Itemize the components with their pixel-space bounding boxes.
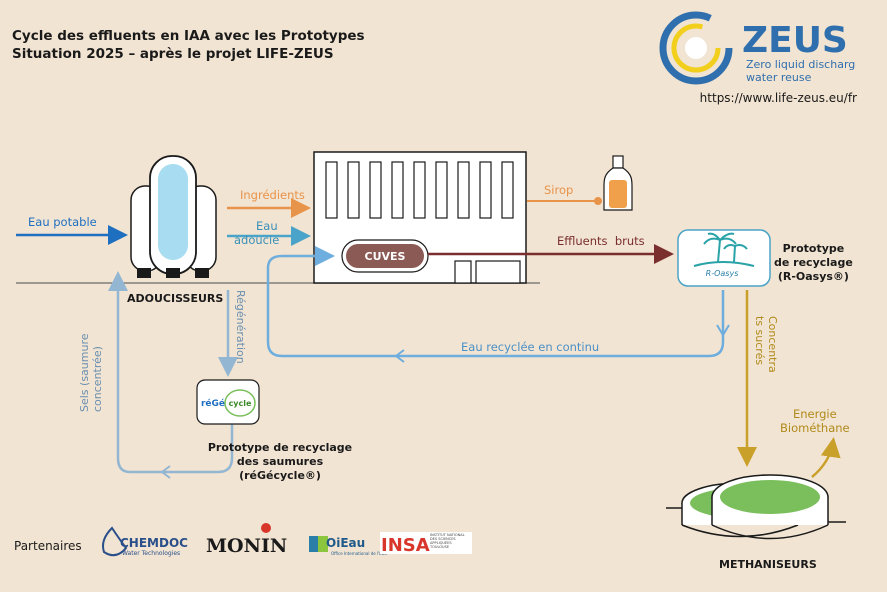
partner-oieau-name: OiEau [326,536,365,550]
label-roasys: Prototype de recyclage (R-Oasys®) [774,242,853,284]
logo-name: ZEUS [742,20,848,61]
label-eau-adoucie-1: Eau [256,219,278,233]
label-energie: Energie Biométhane [780,407,850,435]
tank-foot-2 [166,268,180,278]
logo-tagline-2: water reuse [746,71,812,84]
label-adoucisseurs: ADOUCISSEURS [127,292,224,305]
title-line-1: Cycle des effluents en IAA avec les Prot… [12,28,365,44]
label-sels-2: concentrée) [91,346,104,412]
website-link[interactable]: https://www.life-zeus.eu/fr [699,91,857,105]
partner-insa-logo: INSA INSTITUT NATIONAL DES SCIENCES APPL… [380,532,472,556]
label-sirop: Sirop [544,183,574,197]
sirop-bottle-icon [603,155,633,211]
logo-core-icon [685,37,707,59]
tank-foot-1 [137,268,151,278]
label-regecycle-1: Prototype de recyclage [207,441,353,454]
roasys-badge [677,229,771,287]
label-eau-adoucie: Eau adoucie [234,219,279,247]
label-sels-1: Sels (saumure [78,333,91,412]
cuves-badge [346,244,424,268]
partner-oieau-logo: OiEau Office International de l'Eau [309,536,387,556]
regecycle-badge-text-a: réGé [201,398,225,409]
regecycle-badge-text-b: cycle [229,399,252,408]
label-energie-2: Biométhane [780,421,850,435]
cuves-label: CUVES [365,250,406,263]
tank-foot-3 [195,268,209,278]
label-sels: Sels (saumure concentrée) [78,322,104,412]
palm-tree-icon [693,232,755,267]
partner-insa-sub-wrap: INSTITUT NATIONAL DES SCIENCES APPLIQUÉE… [430,533,465,549]
label-regecycle-2: des saumures [236,455,324,468]
recycled-down-arrow-icon [716,324,730,337]
title-line-2: Situation 2025 – après le projet LIFE-ZE… [12,46,334,62]
partner-insa-sub: INSTITUT NATIONAL DES SCIENCES APPLIQUÉE… [430,533,465,549]
label-regecycle: Prototype de recyclage des saumures (réG… [200,441,360,483]
adoucisseurs-tanks [130,155,217,278]
flow-sels [108,271,234,474]
label-concentrats-2: ts sucrés [753,316,766,366]
label-roasys-1: Prototype [782,242,845,255]
zeus-logo: ZEUS Zero liquid discharge water reuse [659,11,856,85]
label-roasys-3: (R-Oasys®) [777,270,849,283]
label-eau-recyclee: Eau recyclée en continu [461,340,600,354]
label-regeneration-wrap: Régénération [234,290,250,368]
methaniseurs-icon [666,474,846,540]
label-energie-1: Energie [792,407,837,421]
label-eau-adoucie-2: adoucie [234,233,280,247]
label-regeneration: Régénération [234,290,247,364]
recycled-mid-arrow-icon [394,349,405,363]
partner-chemdoc-logo: CHEMDOC Water Technologies [102,526,188,557]
label-concentrats-1: Concentra [766,316,779,373]
logo-tagline-1: Zero liquid discharge [746,58,856,71]
partners-label: Partenaires [14,539,82,553]
factory-door [454,260,472,284]
logo-sun-icon [671,23,721,73]
partner-monin-name: MONIN [206,535,287,557]
label-concentrats: Concentra ts sucrés [753,316,779,388]
roasys-badge-text: R-Oasys [706,269,739,278]
label-eau-potable: Eau potable [28,215,97,229]
sels-arrow-icon [160,465,171,479]
factory-gate [475,260,521,284]
logo-ring-icon [659,11,733,85]
partner-insa-name: INSA [381,535,430,556]
factory-windows [325,161,514,219]
partner-chemdoc-name: CHEMDOC [120,536,188,550]
label-roasys-2: de recyclage [774,256,853,269]
partner-chemdoc-sub: Water Technologies [122,550,180,557]
page-title: Cycle des effluents en IAA avec les Prot… [12,27,365,63]
sirop-dot [594,197,602,205]
label-methaniseurs: METHANISEURS [719,558,817,571]
main-tank-water [158,164,188,260]
flow-energie [811,437,841,478]
label-ingredients: Ingrédients [240,188,305,202]
flow-eau-recyclee [266,246,725,358]
label-regecycle-3: (réGécycle®) [239,469,321,482]
label-effluents-bruts: Effluents bruts [557,234,645,248]
partner-oieau-sub: Office International de l'Eau [331,551,387,556]
partner-monin-logo: MONIN [206,523,287,557]
regecycle-ring-icon [224,389,256,417]
